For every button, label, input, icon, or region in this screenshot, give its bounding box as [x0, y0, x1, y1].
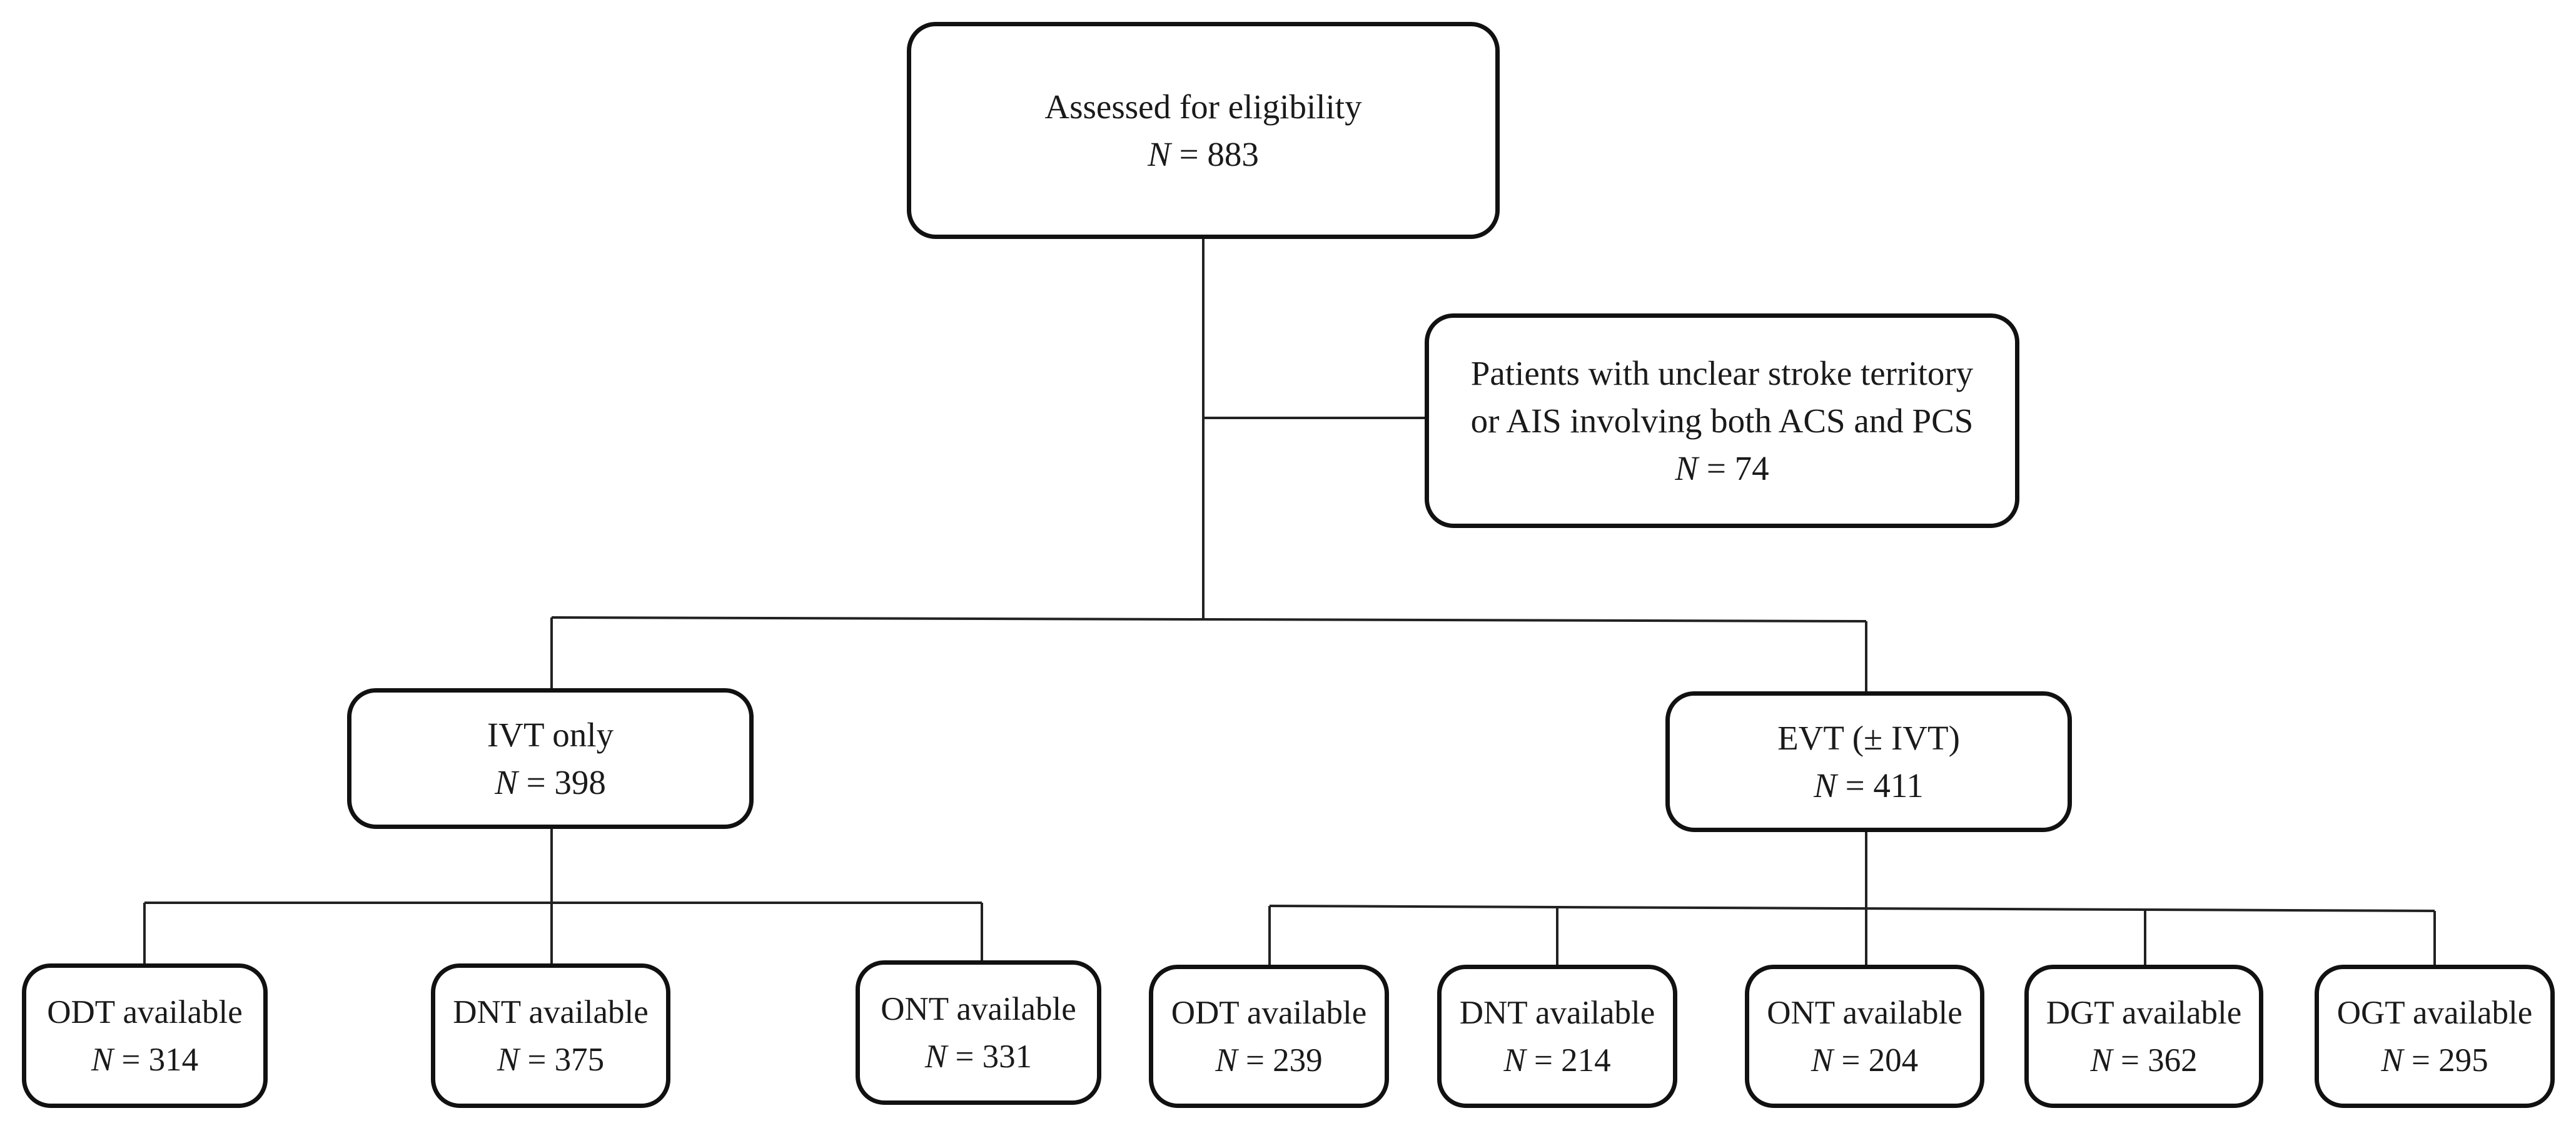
evt-ont-count: N = 204 [1811, 1042, 1919, 1079]
evt-dnt-box: DNT available N = 214 [1437, 965, 1677, 1108]
connector-split-right [1203, 618, 1867, 622]
assessed-box: Assessed for eligibility N = 883 [907, 22, 1500, 239]
ivt-ont-box: ONT available N = 331 [856, 960, 1101, 1105]
ivt-dnt-label: DNT available [453, 993, 649, 1030]
evt-dgt-count: N = 362 [2090, 1042, 2198, 1079]
evt-label: EVT (± IVT) [1777, 718, 1960, 757]
ivt-dnt-count: N = 375 [497, 1041, 605, 1078]
excluded-label-line2: or AIS involving both ACS and PCS [1470, 401, 1974, 440]
ivt-odt-label: ODT available [47, 993, 243, 1030]
assessed-label: Assessed for eligibility [1044, 87, 1362, 126]
evt-ont-label: ONT available [1767, 994, 1962, 1031]
evt-dgt-box: DGT available N = 362 [2024, 965, 2263, 1108]
ivt-only-count: N = 398 [495, 763, 606, 801]
evt-ogt-count: N = 295 [2381, 1042, 2488, 1079]
evt-odt-count: N = 239 [1215, 1042, 1323, 1079]
evt-dnt-count: N = 214 [1503, 1042, 1611, 1079]
assessed-count: N = 883 [1148, 135, 1259, 173]
excluded-box: Patients with unclear stroke territory o… [1425, 313, 2019, 528]
evt-dgt-label: DGT available [2046, 994, 2242, 1031]
excluded-label-line1: Patients with unclear stroke territory [1470, 353, 1974, 392]
evt-ogt-box: OGT available N = 295 [2315, 965, 2555, 1108]
connector-split-left [551, 616, 1204, 621]
ivt-ont-count: N = 331 [924, 1038, 1033, 1075]
evt-odt-box: ODT available N = 239 [1149, 965, 1389, 1108]
evt-ont-box: ONT available N = 204 [1745, 965, 1984, 1108]
ivt-only-box: IVT only N = 398 [347, 688, 754, 829]
ivt-only-label: IVT only [487, 715, 614, 754]
connector-evt-bar [1269, 905, 2435, 912]
evt-box: EVT (± IVT) N = 411 [1665, 691, 2072, 832]
ivt-ont-label: ONT available [881, 990, 1076, 1027]
ivt-odt-box: ODT available N = 314 [22, 963, 268, 1108]
ivt-dnt-box: DNT available N = 375 [431, 963, 670, 1108]
evt-odt-label: ODT available [1171, 994, 1367, 1031]
evt-dnt-label: DNT available [1459, 994, 1655, 1031]
excluded-count: N = 74 [1675, 449, 1769, 487]
evt-ogt-label: OGT available [2336, 994, 2533, 1031]
evt-count: N = 411 [1814, 766, 1924, 805]
ivt-odt-count: N = 314 [91, 1041, 199, 1078]
